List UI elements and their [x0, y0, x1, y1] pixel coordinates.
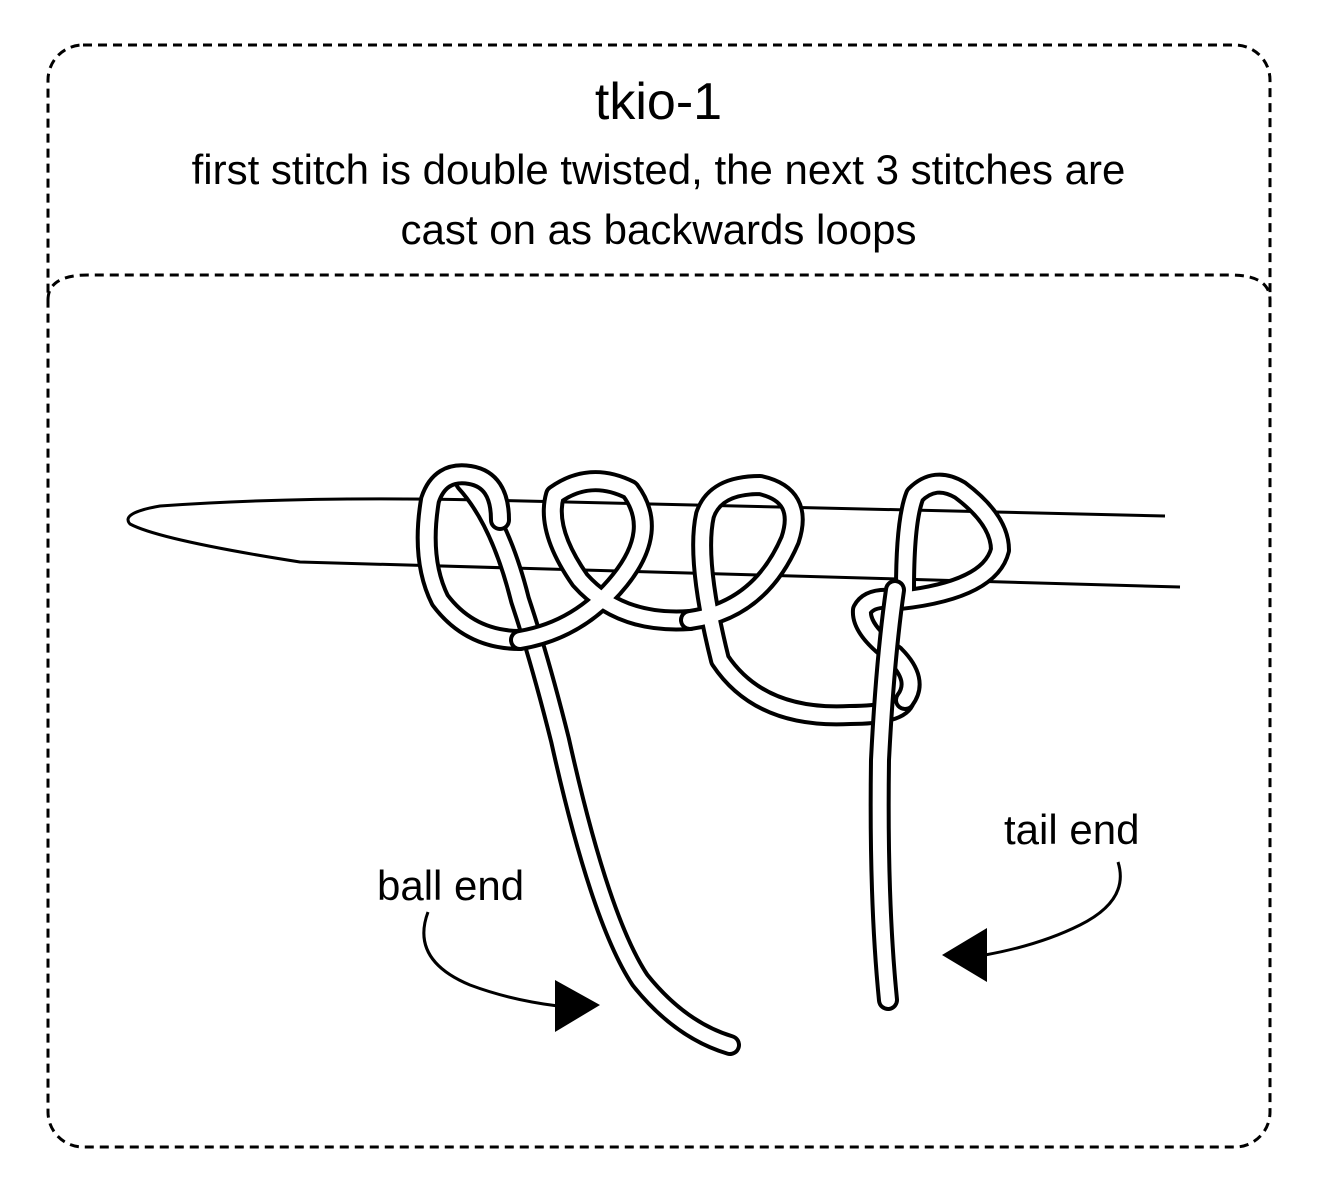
knitting-needle — [126, 497, 1181, 589]
page-title: tkio-1 — [594, 73, 723, 131]
panel-frame-top — [46, 273, 1272, 301]
tail-end-label: tail end — [1004, 806, 1140, 853]
ball-end-label: ball end — [377, 862, 525, 909]
header-frame — [46, 43, 1272, 1149]
page-description: first stitch is double twisted, the next… — [191, 146, 1126, 253]
tail-end-arrow — [942, 861, 1122, 982]
ball-end-arrow — [422, 911, 600, 1032]
yarn — [415, 463, 1011, 1056]
